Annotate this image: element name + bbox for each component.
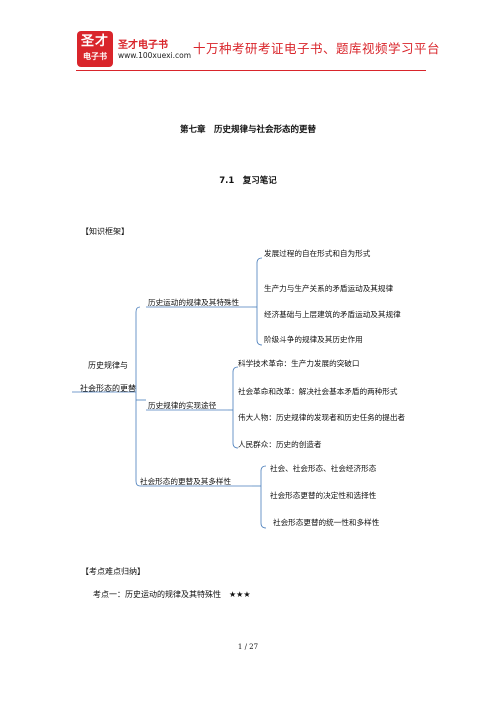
mindmap-leaf-1-3: 经济基础与上层建筑的矛盾运动及其规律: [264, 310, 401, 319]
mindmap-branch-3: 社会形态的更替及其多样性: [140, 477, 232, 486]
mindmap-leaf-3-1: 社会、社会形态、社会经济形态: [270, 464, 377, 473]
mindmap-leaf-2-3: 伟大人物：历史规律的发现者和历史任务的提出者: [238, 413, 406, 422]
mindmap-leaf-2-2: 社会革命和改革：解决社会基本矛盾的两种形式: [238, 387, 398, 396]
logo: 圣才 电子书: [77, 31, 113, 67]
chapter-title: 第七章 历史规律与社会形态的更替: [179, 125, 316, 135]
key-point-1: 考点一：历史运动的规律及其特殊性 ★★★: [93, 590, 251, 599]
mindmap-branch-2: 历史规律的实现途径: [148, 401, 217, 410]
mindmap-leaf-1-1: 发展过程的自在形式和自为形式: [264, 249, 371, 258]
mindmap-branch-1: 历史运动的规律及其特殊性: [148, 298, 240, 307]
mindmap-leaf-3-3: 社会形态更替的统一性和多样性: [273, 518, 380, 527]
connector-branch-1-bracket: [256, 257, 263, 346]
framework-heading: 【知识框架】: [81, 227, 129, 236]
mindmap-leaf-2-4: 人民群众：历史的创造者: [238, 440, 322, 449]
connector-root-bracket: [135, 306, 141, 487]
key-points-heading: 【考点难点归纳】: [81, 567, 145, 576]
mindmap-leaf-2-1: 科学技术革命：生产力发展的突破口: [238, 359, 360, 368]
mindmap-root-line1: 历史规律与: [88, 361, 128, 370]
mindmap-leaf-1-2: 生产力与生产关系的矛盾运动及其规律: [264, 284, 394, 293]
section-title: 7.1 复习笔记: [219, 176, 277, 186]
mindmap-leaf-1-4: 阶级斗争的规律及其历史作用: [264, 335, 363, 344]
logo-bottom-text: 电子书: [83, 52, 107, 61]
brand-name: 圣才电子书: [118, 40, 168, 51]
brand-url[interactable]: www.100xuexi.com: [118, 51, 192, 60]
connector-branch-3-bracket: [260, 465, 267, 529]
logo-top-text: 圣才: [80, 34, 109, 49]
header-slogan: 十万种考研考证电子书、题库视频学习平台: [193, 41, 441, 56]
connector-branch-2-bracket: [232, 366, 239, 449]
header-divider: [76, 70, 426, 71]
mindmap-root-line2: 社会形态的更替: [80, 384, 136, 393]
page-number: 1 / 27: [237, 643, 259, 651]
mindmap-leaf-3-2: 社会形态更替的决定性和选择性: [270, 491, 377, 500]
